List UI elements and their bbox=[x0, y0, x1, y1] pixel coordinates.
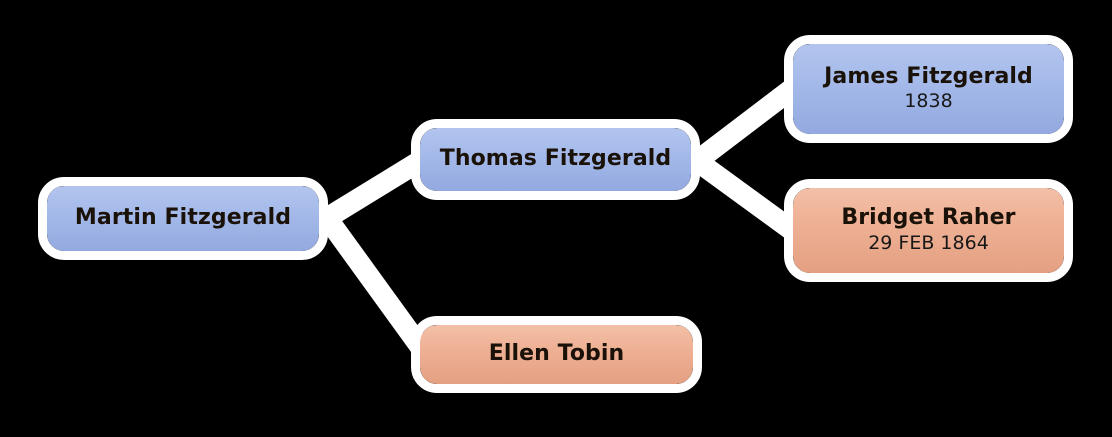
person-date: 1838 bbox=[904, 90, 953, 113]
person-card-body: James Fitzgerald 1838 bbox=[793, 44, 1064, 134]
person-node-james-fitzgerald[interactable]: James Fitzgerald 1838 bbox=[784, 35, 1073, 143]
connector-martin-thomas bbox=[316, 150, 431, 229]
person-card-body: Thomas Fitzgerald bbox=[420, 128, 691, 191]
person-node-martin-fitzgerald[interactable]: Martin Fitzgerald bbox=[38, 177, 328, 260]
person-date: 29 FEB 1864 bbox=[868, 231, 989, 254]
person-name: Martin Fitzgerald bbox=[74, 205, 292, 231]
person-name: Thomas Fitzgerald bbox=[439, 146, 672, 172]
person-card-body: Ellen Tobin bbox=[420, 325, 693, 384]
person-card-body: Bridget Raher 29 FEB 1864 bbox=[793, 188, 1064, 273]
person-node-bridget-raher[interactable]: Bridget Raher 29 FEB 1864 bbox=[784, 179, 1073, 282]
person-name: Ellen Tobin bbox=[488, 341, 625, 367]
connector-thomas-james bbox=[686, 77, 804, 172]
person-card-body: Martin Fitzgerald bbox=[47, 186, 319, 251]
connector-martin-ellen bbox=[316, 207, 435, 363]
person-name: James Fitzgerald bbox=[824, 63, 1033, 89]
person-node-thomas-fitzgerald[interactable]: Thomas Fitzgerald bbox=[411, 119, 700, 200]
person-name: Bridget Raher bbox=[841, 205, 1016, 231]
connector-thomas-bridget bbox=[686, 150, 804, 242]
person-node-ellen-tobin[interactable]: Ellen Tobin bbox=[411, 316, 702, 393]
